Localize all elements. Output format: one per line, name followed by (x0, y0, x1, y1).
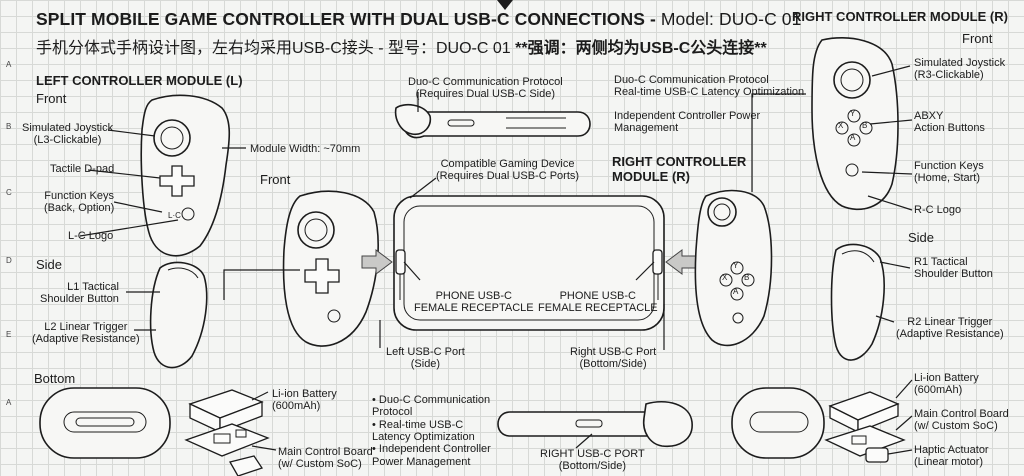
left-connect-arrow (361, 249, 393, 275)
center-button-b-glyph: B (744, 273, 750, 282)
label-l2-trigger: L2 Linear Trigger(Adaptive Resistance) (32, 321, 140, 346)
label-right-usbc-port: Right USB-C Port(Bottom/Side) (570, 346, 657, 371)
label-tactile-dpad: Tactile D-pad (50, 163, 115, 175)
chinese-title: 手机分体式手柄设计图，左右均采用USB-C接头 - 型号：DUO-C 01 **… (36, 40, 767, 57)
button-x-glyph: X (838, 121, 844, 130)
bottom-side-connector (497, 400, 693, 448)
label-main-board-r: Main Control Board(w/ Custom SoC) (914, 408, 1009, 433)
right-front-label: Front (962, 31, 993, 46)
edge-marker-left-4: D (6, 256, 12, 265)
leader-lines (79, 65, 913, 455)
right-internals-exploded (824, 391, 906, 463)
center-left-module (282, 190, 379, 347)
center-left-front-label: Front (260, 172, 291, 187)
edge-marker-left-6: A (6, 398, 12, 407)
edge-marker-left-3: C (6, 188, 12, 197)
label-haptic-actuator: Haptic Actuator(Linear motor) (914, 444, 989, 469)
center-phone (393, 195, 665, 331)
label-duo-c-protocol-bottom: • Duo-C Communication Protocol • Real-ti… (372, 394, 491, 468)
label-function-keys-l: Function Keys(Back, Option) (44, 190, 115, 215)
right-module-side-view (830, 243, 885, 361)
edge-marker-left-2: B (6, 122, 12, 131)
main-title: SPLIT MOBILE GAME CONTROLLER WITH DUAL U… (36, 9, 802, 29)
button-a-glyph: A (850, 133, 856, 142)
svg-text:L·C: L·C (168, 211, 181, 220)
label-battery-r: Li-ion Battery(600mAh) (914, 372, 979, 397)
left-internals-exploded (184, 389, 270, 476)
right-side-label: Side (908, 230, 935, 245)
right-module-heading: RIGHT CONTROLLER MODULE (R) (792, 9, 1008, 24)
left-front-label: Front (36, 91, 67, 106)
center-right-module (694, 189, 773, 347)
edge-marker-left-5: E (6, 330, 12, 339)
left-side-label: Side (36, 257, 63, 272)
right-connect-arrow (665, 249, 697, 275)
top-side-connector (394, 103, 591, 139)
center-button-y-glyph: Y (733, 261, 739, 270)
button-y-glyph: Y (850, 109, 856, 118)
left-bottom-label: Bottom (34, 371, 76, 386)
label-right-usbc-port-bottom: RIGHT USB-C PORT(Bottom/Side) (540, 448, 645, 473)
right-module-bottom-view (731, 387, 825, 459)
label-module-width: Module Width: ~70mm (250, 143, 361, 155)
left-module-side-view (149, 261, 208, 369)
label-r2-trigger: R2 Linear Trigger(Adaptive Resistance) (896, 316, 1004, 341)
left-module-heading: LEFT CONTROLLER MODULE (L) (36, 73, 243, 88)
center-button-a-glyph: A (733, 287, 739, 296)
right-module-front-view (811, 37, 899, 211)
label-lc-logo: L-C Logo (68, 230, 114, 242)
top-center-marker (497, 0, 513, 10)
label-compatible-device: Compatible Gaming Device(Requires Dual U… (436, 158, 580, 183)
left-module-front-view: L·C (140, 94, 231, 257)
label-rc-logo: R-C Logo (914, 204, 962, 216)
label-simulated-joystick-r: Simulated Joystick(R3-Clickable) (914, 57, 1006, 82)
label-duo-c-protocol-top: Duo-C Communication Protocol(Requires Du… (408, 76, 563, 101)
left-module-bottom-view (39, 387, 171, 459)
label-function-keys-r: Function Keys(Home, Start) (914, 160, 984, 185)
button-b-glyph: B (862, 121, 868, 130)
label-simulated-joystick-l: Simulated Joystick(L3-Clickable) (22, 122, 114, 147)
label-left-usbc-port: Left USB-C Port(Side) (386, 346, 465, 371)
center-button-x-glyph: X (722, 273, 728, 282)
label-battery-l: Li-ion Battery(600mAh) (272, 388, 337, 413)
edge-marker-left-1: A (6, 60, 12, 69)
label-main-board-l: Main Control Board(w/ Custom SoC) (278, 446, 373, 471)
